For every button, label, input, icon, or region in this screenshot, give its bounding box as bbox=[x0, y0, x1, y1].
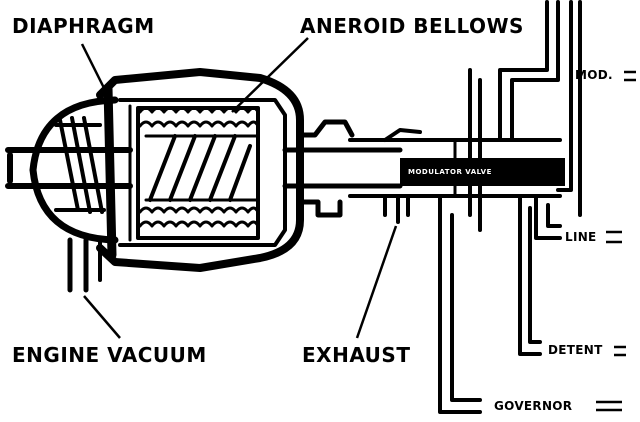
modulator-valve-stem bbox=[400, 158, 565, 186]
exhaust-label: EXHAUST bbox=[302, 343, 411, 367]
diaphragm-spring bbox=[54, 116, 106, 214]
vacuum-canister bbox=[29, 68, 304, 272]
vacuum-leader bbox=[83, 295, 121, 339]
detent-label: DETENT bbox=[548, 343, 603, 357]
exhaust-leader bbox=[355, 225, 398, 339]
push-rod bbox=[5, 147, 403, 189]
mod-label: MOD. bbox=[575, 68, 613, 82]
detent-mark bbox=[614, 345, 626, 357]
mod-passage bbox=[498, 0, 582, 217]
modulator-valve-label: MODULATOR VALVE bbox=[408, 168, 492, 176]
valve-body bbox=[297, 68, 562, 232]
detent-passage bbox=[518, 194, 542, 356]
mod-mark bbox=[624, 70, 636, 82]
port-marks bbox=[596, 70, 636, 412]
line-passage bbox=[534, 194, 562, 240]
line-label: LINE bbox=[565, 230, 597, 244]
aneroid-bellows-label: ANEROID BELLOWS bbox=[300, 14, 524, 38]
governor-passage bbox=[438, 194, 482, 414]
vacuum-inlet bbox=[67, 237, 102, 293]
diaphragm-leader bbox=[80, 43, 114, 105]
engine-vacuum-label: ENGINE VACUUM bbox=[12, 343, 207, 367]
leader-lines bbox=[80, 37, 398, 339]
governor-label: GOVERNOR bbox=[494, 399, 573, 413]
governor-mark bbox=[596, 400, 622, 412]
aneroid-bellows bbox=[136, 106, 260, 240]
bellows-leader bbox=[231, 37, 309, 113]
line-mark bbox=[606, 230, 622, 244]
diaphragm-label: DIAPHRAGM bbox=[12, 14, 155, 38]
